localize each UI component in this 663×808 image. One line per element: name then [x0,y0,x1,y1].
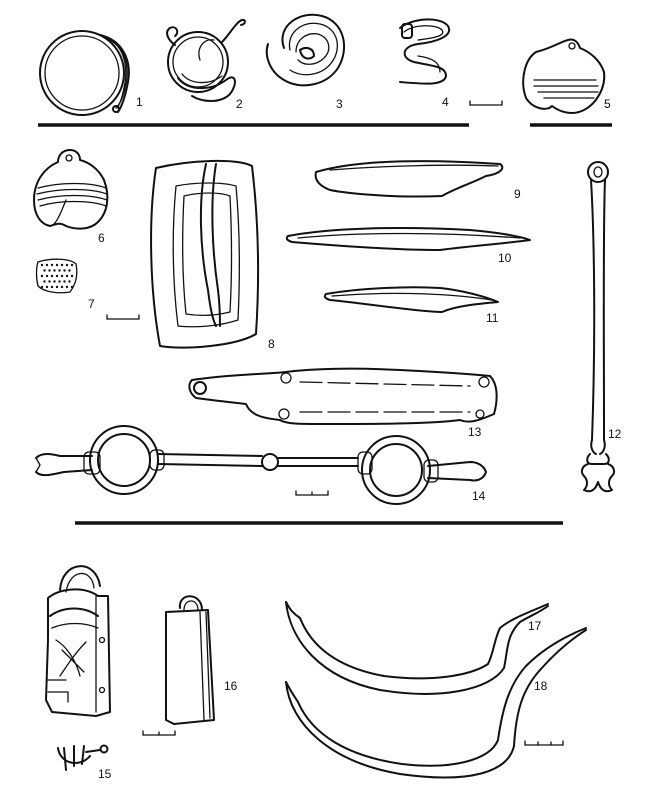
label-10: 10 [498,251,512,265]
dot [65,263,69,267]
artifact-12-rod [580,161,616,493]
artifact-6-pendant [33,149,109,230]
artifact-15-buckle [45,565,111,771]
label-17: 17 [528,619,542,633]
dot [45,263,49,267]
artifact-4-zigzag-wire [399,18,451,85]
label-16: 16 [224,679,238,693]
label-5: 5 [604,97,611,111]
artifact-7-dotted-fragment [35,258,78,294]
label-14: 14 [472,489,486,503]
dot [43,280,46,283]
dot [50,285,54,289]
dot [70,263,74,267]
label-13: 13 [468,425,482,439]
scale-bar-bottom-left [142,730,176,736]
dot [60,274,64,278]
dot [48,280,51,283]
artifact-5-pendant [522,38,606,114]
dot [40,285,44,289]
dot [68,280,71,283]
artifact-11-blade [323,286,499,313]
label-15: 15 [98,767,112,781]
dot [70,274,74,278]
dot [60,285,64,289]
dot [63,280,66,283]
dot [53,280,56,283]
artifact-2-coiled-ring [166,18,246,102]
label-2: 2 [236,97,243,111]
label-18: 18 [534,679,548,693]
dot [58,280,61,283]
dot [40,274,44,278]
scale-bar-top [469,100,503,106]
dot [58,269,61,272]
scale-bar-middle-center [295,490,329,496]
dot-pattern [40,263,74,289]
dot [55,285,59,289]
label-4: 4 [442,95,449,109]
dot [45,274,49,278]
dot [45,285,49,289]
label-7: 7 [88,297,95,311]
artifact-14-snaffle-bit [35,425,487,505]
artifact-8-buckle-frame [150,159,260,349]
label-11: 11 [486,311,499,325]
label-6: 6 [98,231,105,245]
dot [70,285,74,289]
label-8: 8 [268,337,275,351]
artifact-10-blade [285,227,531,251]
scale-bar-middle-left [106,314,140,320]
artifact-1-wire-ring [39,30,130,116]
artifact-16-strap-loop [165,595,215,725]
artifact-18-sickle [285,627,587,779]
artifact-9-blade [314,160,504,198]
artifact-13-plate [188,367,498,425]
artifact-3-coiled-wire [265,13,346,87]
dot [63,269,66,272]
dot [40,263,44,267]
dot [60,263,64,267]
dot [68,269,71,272]
dot [65,285,69,289]
dot [50,274,54,278]
label-1: 1 [136,95,143,109]
dot [55,274,59,278]
scale-bar-bottom-right [524,740,564,746]
artifact-17-sickle [285,601,549,695]
dot [55,263,59,267]
label-9: 9 [514,187,521,201]
label-12: 12 [608,427,622,441]
label-3: 3 [336,97,343,111]
dot [43,269,46,272]
dot [65,274,69,278]
dot [48,269,51,272]
dot [50,263,54,267]
dot [53,269,56,272]
